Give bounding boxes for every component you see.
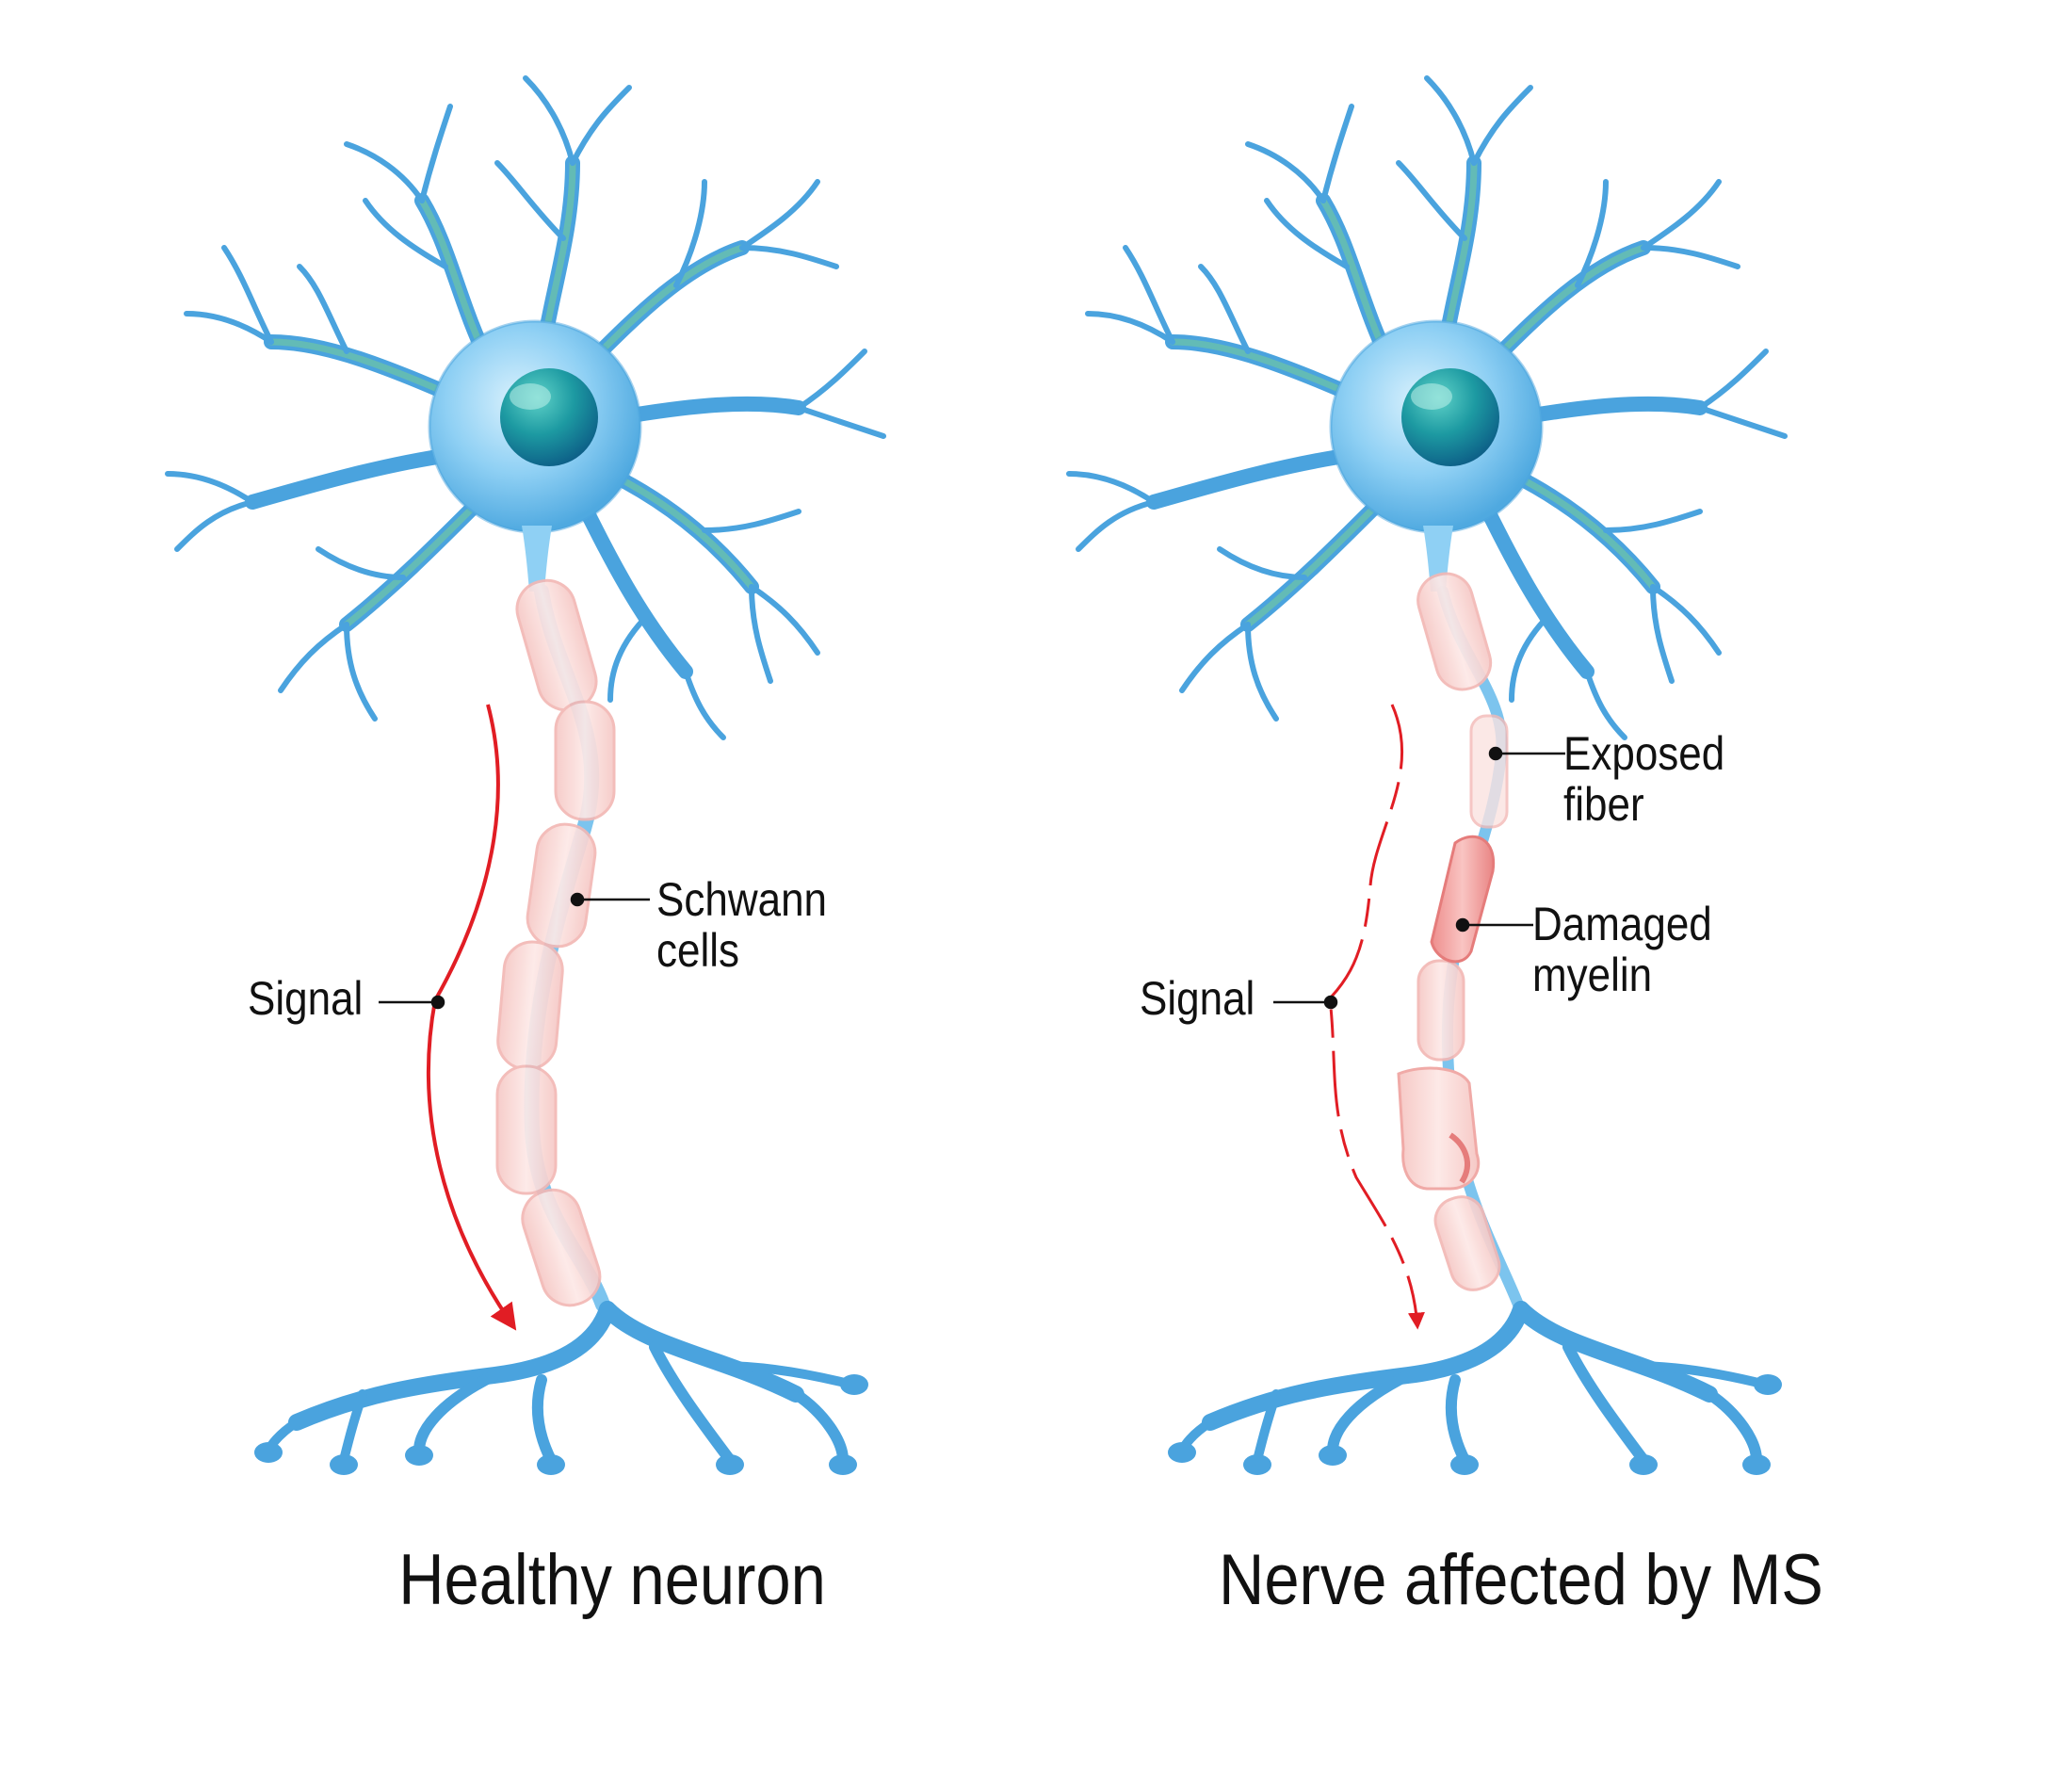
schwann-cells-label: Schwann cells xyxy=(656,874,827,976)
schwann-cells-line1: Schwann xyxy=(656,873,828,926)
ms-leader-lines xyxy=(1273,746,1565,1010)
healthy-leader-lines xyxy=(379,892,650,1010)
ms-neuron xyxy=(1069,78,1785,1475)
schwann-cells-line2: cells xyxy=(656,924,740,977)
remaining-myelin xyxy=(1416,572,1501,1291)
exposed-fiber-label: Exposed fiber xyxy=(1563,728,1724,830)
healthy-neuron xyxy=(168,78,883,1475)
damaged-myelin-label: Damaged myelin xyxy=(1532,899,1712,1000)
exposed-fiber-line1: Exposed xyxy=(1563,727,1725,780)
ms-signal-arrow xyxy=(1328,704,1425,1330)
schwann-cells xyxy=(495,578,616,1307)
healthy-signal-label: Signal xyxy=(248,972,364,1025)
damaged-myelin-segment xyxy=(1397,835,1496,1191)
exposed-fiber-segment xyxy=(1469,714,1509,829)
exposed-fiber-line2: fiber xyxy=(1563,778,1644,831)
damaged-myelin-line2: myelin xyxy=(1532,949,1653,1001)
healthy-neuron-title: Healthy neuron xyxy=(398,1540,826,1620)
ms-signal-label: Signal xyxy=(1140,972,1255,1025)
damaged-myelin-line1: Damaged xyxy=(1532,898,1712,950)
ms-nerve-title: Nerve affected by MS xyxy=(1219,1540,1823,1620)
